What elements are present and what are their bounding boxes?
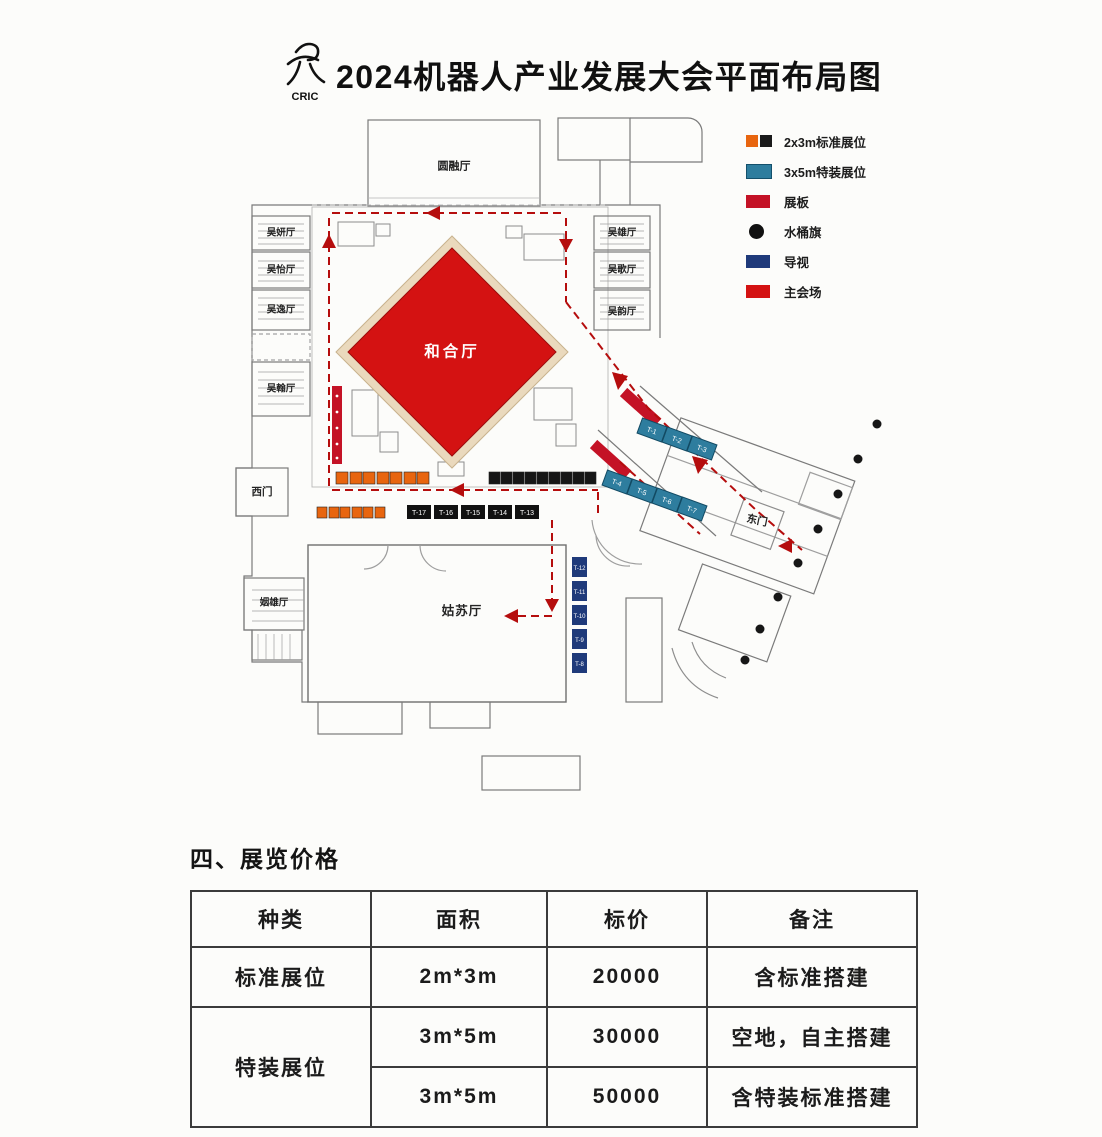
bucket-flag-dots	[740, 419, 882, 665]
booth-label: T-5	[636, 487, 648, 497]
cell-type: 特装展位	[190, 1006, 372, 1128]
cell-price: 50000	[546, 1066, 708, 1128]
cric-logo-icon: CRIC	[286, 42, 326, 103]
cell-area: 3m*5m	[370, 1006, 548, 1068]
booth-label: T-3	[696, 444, 708, 454]
cell-note: 含特装标准搭建	[706, 1066, 918, 1128]
special-booth-swatch-icon	[746, 163, 772, 179]
booth-label: T-6	[661, 496, 673, 506]
cric-logo-text: CRIC	[292, 91, 319, 103]
cell-price: 30000	[546, 1006, 708, 1068]
cell-price: 20000	[546, 946, 708, 1008]
cell-note: 空地，自主搭建	[706, 1006, 918, 1068]
booth-label: T-7	[686, 505, 698, 515]
cell-note: 含标准搭建	[706, 946, 918, 1008]
booth-label: T-12	[573, 566, 586, 572]
signage-swatch-icon	[746, 254, 772, 268]
booth-marker	[316, 506, 386, 519]
legend-item: 导视	[746, 246, 926, 276]
bucket-flag-swatch-icon	[746, 223, 772, 239]
booth-label: T-9	[575, 638, 584, 644]
legend-item: 主会场	[746, 276, 926, 306]
legend-label: 水桶旗	[784, 225, 822, 240]
legend-item: 2x3m标准展位	[746, 126, 926, 156]
table-row: 标准展位 2m*3m 20000 含标准搭建	[190, 946, 918, 1008]
table-header-row: 种类 面积 标价 备注	[190, 890, 918, 948]
room-label-yinxiong: 姻雄厅	[259, 597, 289, 609]
column-header-area: 面积	[370, 890, 548, 948]
legend-item: 3x5m特装展位	[746, 156, 926, 186]
tour-arrows	[322, 206, 792, 623]
booth-label: T-15	[466, 510, 480, 517]
table-row: 特装展位 3m*5m 30000 空地，自主搭建	[190, 1006, 918, 1128]
legend-label: 2x3m标准展位	[784, 135, 866, 150]
booth-label: T-14	[493, 510, 507, 517]
cell-area: 3m*5m	[370, 1066, 548, 1128]
booth-label: T-8	[575, 662, 584, 668]
display-boards	[332, 386, 662, 479]
column-header-price: 标价	[546, 890, 708, 948]
legend-item: 水桶旗	[746, 216, 926, 246]
main-hall-diamond	[347, 247, 557, 457]
booth-label: T-11	[574, 590, 586, 596]
booth-label: T-4	[611, 478, 623, 488]
pricing-section: 四、展览价格 种类 面积 标价 备注 标准展位 2m*3m 20000 含标准搭…	[190, 840, 918, 1128]
room-label-wuyun: 吴韵厅	[607, 306, 637, 318]
cell-type: 标准展位	[190, 946, 372, 1008]
labelled-booths-black: T-17 T-16 T-15 T-14 T-13	[407, 505, 539, 519]
booth-label: T-16	[439, 510, 453, 517]
table-row: 3m*5m 50000 含特装标准搭建	[191, 1066, 918, 1128]
room-label-wuxiong: 吴雄厅	[607, 227, 637, 239]
display-board-swatch-icon	[746, 194, 772, 208]
gate-label-west: 西门	[251, 485, 273, 498]
room-label-wuhan: 吴翰厅	[266, 383, 296, 395]
page-title: 2024机器人产业发展大会平面布局图	[336, 59, 883, 95]
signage-column: T-12 T-11 T-10 T-9 T-8	[572, 557, 587, 673]
room-label-yuanrong: 圆融厅	[437, 160, 471, 173]
booth-marker	[488, 471, 597, 485]
room-label-wuge: 吴歌厅	[607, 264, 637, 276]
booth-label: T-13	[520, 510, 534, 517]
main-venue-swatch-icon	[746, 284, 772, 298]
room-label-wuyan: 吴妍厅	[266, 227, 296, 239]
special-booths: T-1 T-2 T-3 T-4 T-5 T-6 T-7	[601, 417, 718, 522]
booth-marker	[335, 471, 430, 485]
room-label-gusu: 姑苏厅	[441, 603, 483, 618]
standard-booths	[316, 471, 597, 519]
column-header-note: 备注	[706, 890, 918, 948]
cell-area: 2m*3m	[370, 946, 548, 1008]
legend-label: 导视	[784, 255, 810, 270]
legend: 2x3m标准展位 3x5m特装展位 展板 水桶旗 导视 主会场	[746, 126, 926, 306]
standard-booth-swatch-icon	[746, 134, 772, 148]
pricing-heading: 四、展览价格	[190, 846, 340, 872]
booth-label: T-17	[412, 510, 426, 517]
booth-label: T-2	[671, 435, 683, 445]
legend-label: 3x5m特装展位	[784, 165, 866, 180]
legend-label: 展板	[784, 195, 810, 210]
pricing-table: 种类 面积 标价 备注 标准展位 2m*3m 20000 含标准搭建 特装展位 …	[190, 890, 918, 1128]
room-label-wuyi2: 吴逸厅	[266, 304, 296, 316]
legend-label: 主会场	[784, 285, 822, 300]
building-outlines	[235, 117, 856, 791]
seating-hatch	[252, 223, 644, 660]
room-label-wuyi: 吴怡厅	[266, 264, 296, 276]
room-label-hehe: 和合厅	[424, 343, 480, 361]
booth-label: T-10	[573, 614, 586, 620]
column-header-type: 种类	[190, 890, 372, 948]
legend-item: 展板	[746, 186, 926, 216]
booth-label: T-1	[646, 426, 658, 436]
